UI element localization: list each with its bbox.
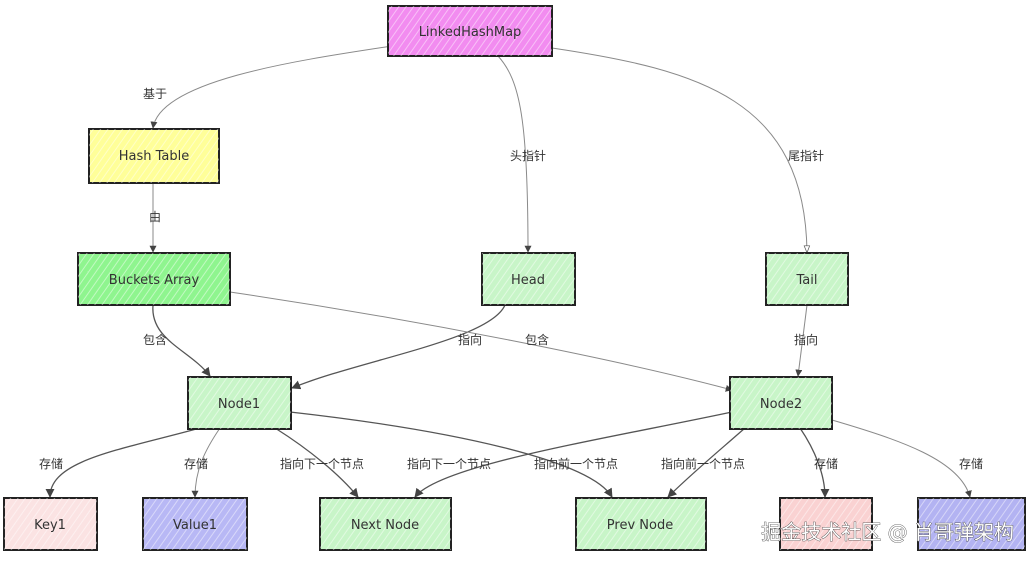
node-node1-label: Node1: [218, 397, 260, 412]
node-value1-label: Value1: [173, 518, 217, 533]
edge-node1-value1: [191, 427, 221, 498]
edge-node2-prevnode: [667, 427, 746, 498]
node-key2[interactable]: [779, 497, 873, 551]
edge-label-node1-stores-key: 存储: [39, 456, 63, 471]
edge-label-based-on: 基于: [143, 87, 167, 101]
node-key1[interactable]: Key1: [3, 497, 98, 551]
edge-labels: 基于 头指针 尾指针 由 包含 指向 包含 指向 存储 存储 指向下一个节点 指…: [39, 87, 983, 471]
edge-label-node2-prev: 指向前一个节点: [661, 456, 745, 471]
edge-label-node1-stores-value: 存储: [184, 456, 208, 471]
node-node1[interactable]: Node1: [187, 376, 292, 430]
edge-label-tail-pointer: 尾指针: [788, 148, 824, 163]
node-prev-node-label: Prev Node: [607, 518, 673, 533]
node-next-node[interactable]: Next Node: [319, 497, 452, 551]
edge-node2-nextnode: [414, 411, 733, 498]
edge-linkedhashmap-hashtable: [150, 45, 393, 129]
edge-label-contains-node2: 包含: [525, 332, 549, 347]
node-key1-label: Key1: [34, 518, 66, 533]
edge-linkedhashmap-tail: [551, 47, 807, 252]
node-hash-table-label: Hash Table: [119, 149, 190, 164]
node-value2[interactable]: [917, 497, 1026, 551]
edge-label-node1-prev: 指向前一个节点: [534, 456, 618, 471]
node-hash-table[interactable]: Hash Table: [88, 128, 220, 184]
edge-node2-key2: [799, 427, 830, 498]
node-value1[interactable]: Value1: [142, 497, 248, 551]
edge-tail-node2: [795, 304, 808, 377]
edge-label-head-points: 指向: [458, 332, 482, 347]
edge-node1-nextnode: [274, 427, 359, 498]
edge-label-contains-node1: 包含: [143, 332, 167, 347]
node-buckets-array[interactable]: Buckets Array: [77, 252, 231, 306]
node-tail-label: Tail: [796, 273, 818, 288]
node-linkedhashmap[interactable]: LinkedHashMap: [387, 5, 553, 57]
node-next-node-label: Next Node: [351, 518, 419, 533]
edge-label-node2-stores-value: 存储: [959, 456, 983, 471]
edge-label-node2-next: 指向下一个节点: [407, 456, 491, 471]
node-tail[interactable]: Tail: [765, 252, 849, 306]
edge-label-composed-of: 由: [149, 210, 161, 224]
node-node2[interactable]: Node2: [729, 376, 833, 430]
edge-linkedhashmap-head: [497, 55, 532, 253]
edge-head-node1: [291, 304, 506, 390]
edge-label-node1-next: 指向下一个节点: [280, 456, 364, 471]
edge-buckets-node1: [152, 304, 211, 377]
nodes: LinkedHashMap Hash Table Buckets Array H…: [3, 5, 1026, 551]
node-node2-label: Node2: [760, 397, 802, 412]
edge-node2-value2: [831, 419, 972, 498]
node-prev-node[interactable]: Prev Node: [575, 497, 707, 551]
watermark-text: 掘金技术社区 @ 肖哥弹架构: [761, 520, 1014, 544]
node-linkedhashmap-label: LinkedHashMap: [419, 25, 522, 40]
edge-label-head-pointer: 头指针: [510, 148, 546, 163]
node-head[interactable]: Head: [481, 252, 576, 306]
edges: [45, 45, 972, 498]
node-head-label: Head: [511, 273, 545, 288]
edge-label-node2-stores-key: 存储: [814, 456, 838, 471]
edge-node1-prevnode: [289, 411, 613, 498]
edge-label-tail-points: 指向: [794, 332, 818, 347]
edge-buckets-node2: [229, 291, 733, 392]
node-buckets-array-label: Buckets Array: [109, 273, 200, 288]
edge-node1-key1: [45, 427, 201, 498]
